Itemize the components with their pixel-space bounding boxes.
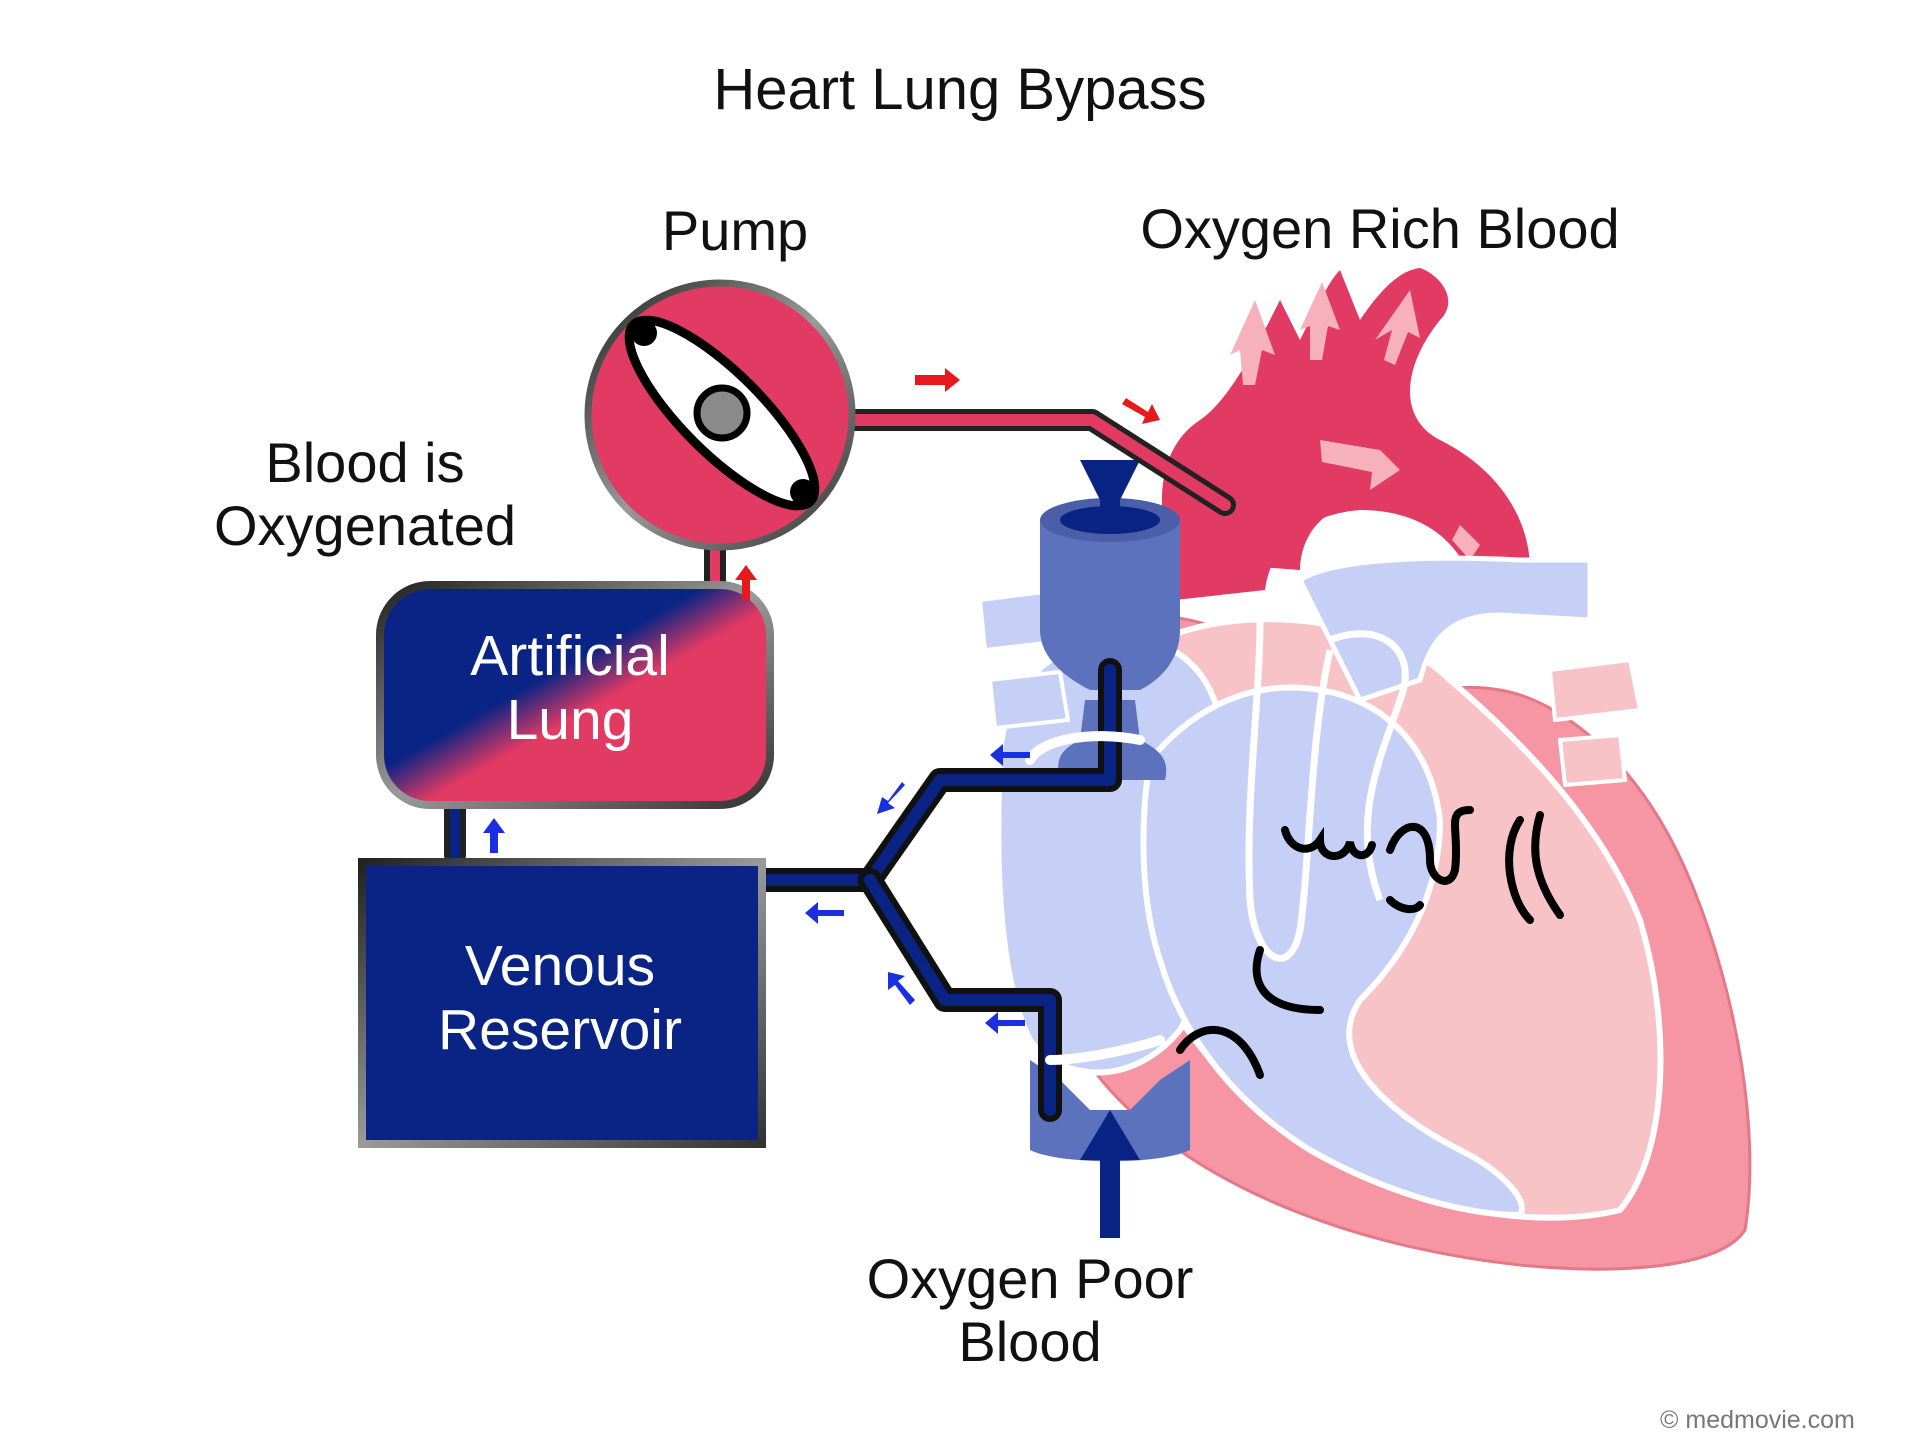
oxygen-poor-line1: Oxygen Poor <box>866 1247 1194 1310</box>
venous-reservoir-line1: Venous <box>464 934 656 998</box>
inferior-vena-cava-cannula <box>1030 1060 1190 1238</box>
vessel-outline-2 <box>1328 630 1409 902</box>
svc-white-tube <box>1025 731 1145 765</box>
pulmonary-vein-left-2 <box>987 669 1071 731</box>
ivc-up-arrow <box>1080 1110 1140 1160</box>
flow-arrows-red <box>735 368 1160 600</box>
heart <box>977 268 1752 1271</box>
ivc-white-tube <box>1045 1035 1165 1065</box>
flow-arrow-red <box>1122 398 1160 424</box>
pump-roller-bottom <box>790 479 816 505</box>
pump <box>584 279 856 551</box>
artificial-lung-line1: Artificial <box>470 624 670 688</box>
pump-hub <box>693 384 751 442</box>
flow-arrow-blue <box>483 818 505 853</box>
flow-arrow-blue <box>985 1012 1025 1034</box>
flow-arrow-red <box>735 565 757 600</box>
oxygen-poor-blood-label: Oxygen Poor Blood <box>800 1247 1260 1373</box>
heart-valves <box>1176 806 1564 1079</box>
flow-arrow-blue <box>888 972 915 1005</box>
venous-reservoir-box <box>358 858 766 1148</box>
artificial-lung-label: Artificial Lung <box>420 624 720 753</box>
venous-reservoir-line2: Reservoir <box>438 997 682 1062</box>
venous-reservoir-label: Venous Reservoir <box>380 934 740 1063</box>
flow-arrows-blue <box>483 744 1030 1034</box>
pulmonary-vein-right <box>1547 657 1643 723</box>
blood-oxygenated-line1: Blood is <box>265 431 465 494</box>
aorta-flow-arrows <box>1230 282 1480 560</box>
diagram-title: Heart Lung Bypass <box>713 57 1207 122</box>
blood-oxygenated-line2: Oxygenated <box>214 493 516 557</box>
pump-roller-top <box>631 320 657 346</box>
vessel-outline <box>1245 619 1334 962</box>
pulmonary-artery <box>1296 555 1593 704</box>
pump-label: Pump <box>661 199 809 262</box>
aorta-body <box>1170 401 1530 600</box>
right-ventricle <box>1140 684 1525 1219</box>
artificial-lung-box <box>376 581 774 809</box>
copyright-credit: © medmovie.com <box>1660 1406 1855 1434</box>
flow-arrow-blue <box>990 744 1030 766</box>
flow-arrow-blue <box>805 902 844 924</box>
superior-vena-cava-cannula <box>1040 460 1180 780</box>
flow-arrow-blue <box>877 782 905 814</box>
tubing <box>444 409 1236 1122</box>
oxygen-poor-line2: Blood <box>958 1309 1102 1373</box>
blood-oxygenated-label: Blood is Oxygenated <box>150 431 580 557</box>
pulmonary-vein-right-2 <box>1557 732 1628 788</box>
flow-arrow-red <box>915 368 960 392</box>
artificial-lung-line2: Lung <box>506 687 634 752</box>
oxygen-rich-blood-label: Oxygen Rich Blood <box>1140 197 1620 260</box>
